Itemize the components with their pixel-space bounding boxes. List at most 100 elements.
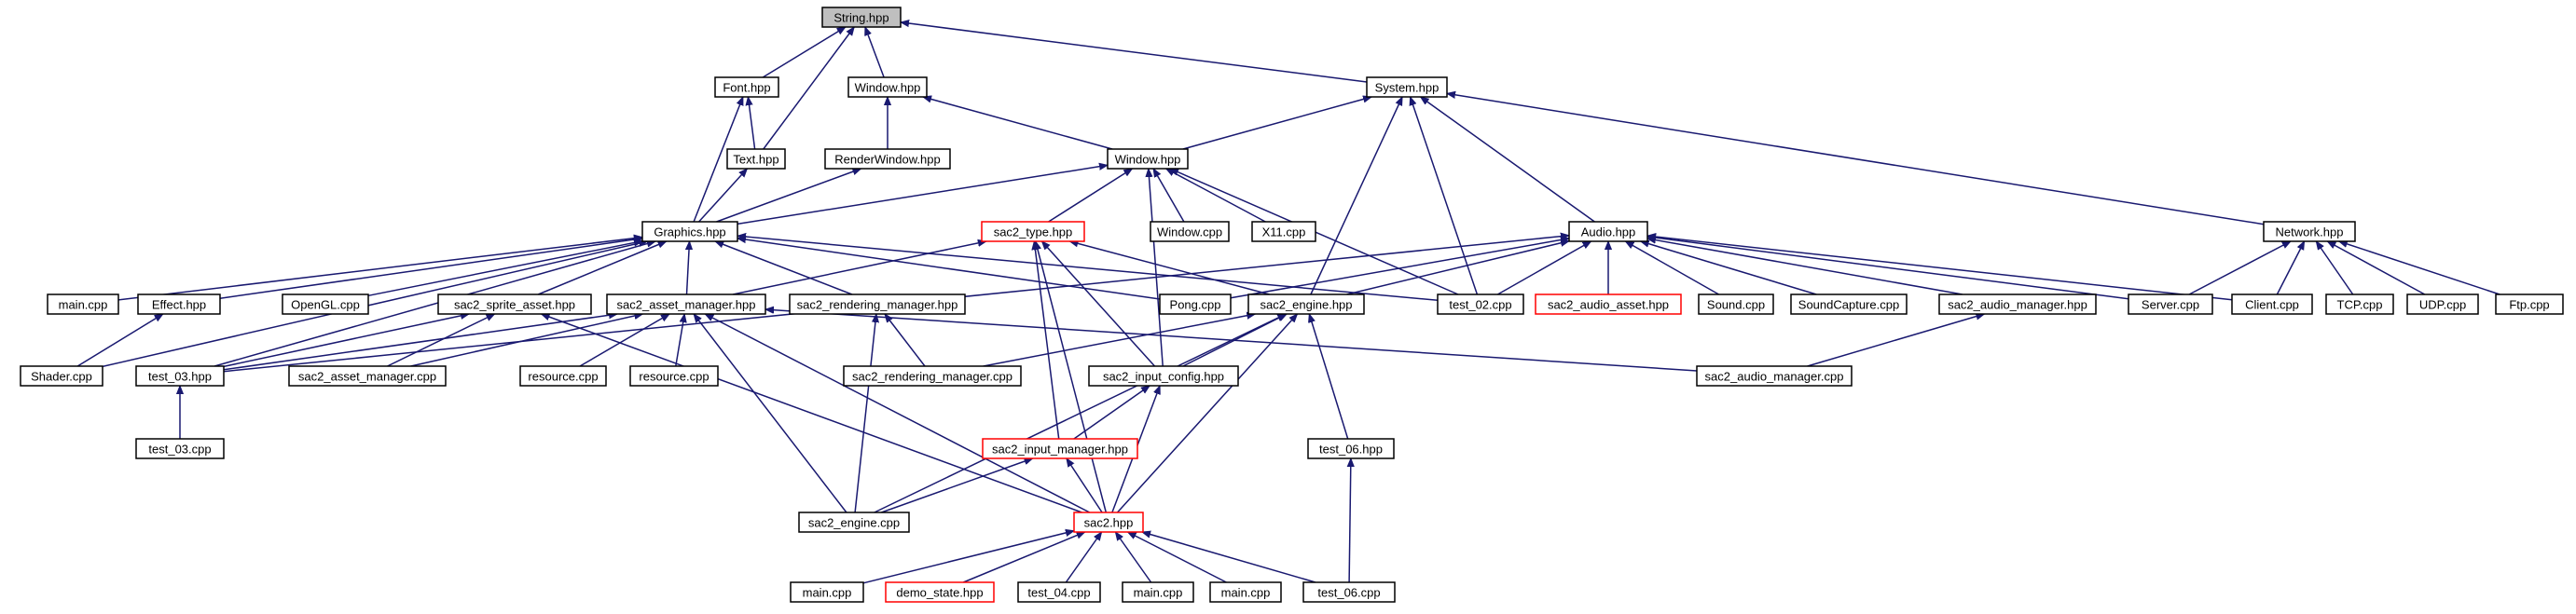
node-box[interactable] — [1568, 221, 1648, 242]
node-main-cpp-1[interactable]: main.cpp — [47, 293, 119, 315]
node-box[interactable] — [1696, 365, 1853, 387]
node-box[interactable] — [789, 293, 966, 315]
node-x11-cpp[interactable]: X11.cpp — [1251, 221, 1316, 242]
node-box[interactable] — [1251, 221, 1316, 242]
node-main-cpp-2[interactable]: main.cpp — [790, 581, 864, 603]
node-test-02-cpp[interactable]: test_02.cpp — [1437, 293, 1524, 315]
node-window-cpp[interactable]: Window.cpp — [1150, 221, 1230, 242]
node-sac2-type-hpp[interactable]: sac2_type.hpp — [981, 221, 1085, 242]
node-test-03-cpp[interactable]: test_03.cpp — [135, 438, 225, 459]
node-resource-cpp-2[interactable]: resource.cpp — [629, 365, 719, 387]
node-box[interactable] — [629, 365, 719, 387]
node-box[interactable] — [2263, 221, 2356, 242]
node-ftp-cpp[interactable]: Ftp.cpp — [2495, 293, 2564, 315]
node-test-04-cpp[interactable]: test_04.cpp — [1017, 581, 1101, 603]
node-udp-cpp[interactable]: UDP.cpp — [2406, 293, 2479, 315]
node-sac2-engine-cpp[interactable]: sac2_engine.cpp — [798, 512, 910, 533]
node-box[interactable] — [606, 293, 766, 315]
node-box[interactable] — [1088, 365, 1239, 387]
node-box[interactable] — [726, 148, 786, 170]
node-main-cpp-3[interactable]: main.cpp — [1122, 581, 1194, 603]
node-box[interactable] — [47, 293, 119, 315]
node-box[interactable] — [1073, 512, 1144, 533]
node-test-06-hpp[interactable]: test_06.hpp — [1307, 438, 1395, 459]
node-opengl-cpp[interactable]: OpenGL.cpp — [282, 293, 369, 315]
node-sac2-engine-hpp[interactable]: sac2_engine.hpp — [1247, 293, 1365, 315]
node-box[interactable] — [1017, 581, 1101, 603]
node-sac2-rendering-manager-hpp[interactable]: sac2_rendering_manager.hpp — [789, 293, 966, 315]
node-box[interactable] — [790, 581, 864, 603]
node-sac2-hpp[interactable]: sac2.hpp — [1073, 512, 1144, 533]
node-test-03-hpp[interactable]: test_03.hpp — [135, 365, 225, 387]
node-text-hpp[interactable]: Text.hpp — [726, 148, 786, 170]
node-renderwindow-hpp[interactable]: RenderWindow.hpp — [824, 148, 951, 170]
node-sac2-audio-asset-hpp[interactable]: sac2_audio_asset.hpp — [1535, 293, 1682, 315]
node-sac2-rendering-manager-cpp[interactable]: sac2_rendering_manager.cpp — [843, 365, 1022, 387]
node-sac2-input-config-hpp[interactable]: sac2_input_config.hpp — [1088, 365, 1239, 387]
node-string-hpp[interactable]: String.hpp — [821, 7, 902, 28]
node-box[interactable] — [1698, 293, 1774, 315]
node-box[interactable] — [1437, 293, 1524, 315]
node-sound-cpp[interactable]: Sound.cpp — [1698, 293, 1774, 315]
node-box[interactable] — [824, 148, 951, 170]
node-box[interactable] — [1535, 293, 1682, 315]
node-sac2-input-manager-hpp[interactable]: sac2_input_manager.hpp — [982, 438, 1138, 459]
node-box[interactable] — [135, 438, 225, 459]
node-box[interactable] — [1302, 581, 1396, 603]
node-box[interactable] — [1150, 221, 1230, 242]
node-box[interactable] — [821, 7, 902, 28]
node-font-hpp[interactable]: Font.hpp — [714, 76, 779, 98]
node-box[interactable] — [798, 512, 910, 533]
node-sac2-audio-manager-cpp[interactable]: sac2_audio_manager.cpp — [1696, 365, 1853, 387]
node-box[interactable] — [2495, 293, 2564, 315]
node-box[interactable] — [437, 293, 592, 315]
node-box[interactable] — [1122, 581, 1194, 603]
node-shader-cpp[interactable]: Shader.cpp — [20, 365, 103, 387]
node-box[interactable] — [2325, 293, 2394, 315]
node-server-cpp[interactable]: Server.cpp — [2128, 293, 2213, 315]
node-resource-cpp-1[interactable]: resource.cpp — [519, 365, 607, 387]
node-box[interactable] — [1938, 293, 2097, 315]
node-pong-cpp[interactable]: Pong.cpp — [1159, 293, 1232, 315]
node-box[interactable] — [847, 76, 928, 98]
node-test-06-cpp[interactable]: test_06.cpp — [1302, 581, 1396, 603]
node-box[interactable] — [641, 221, 738, 242]
node-main-cpp-4[interactable]: main.cpp — [1209, 581, 1282, 603]
node-system-hpp[interactable]: System.hpp — [1366, 76, 1448, 98]
node-box[interactable] — [1209, 581, 1282, 603]
node-box[interactable] — [1159, 293, 1232, 315]
node-sac2-audio-manager-hpp[interactable]: sac2_audio_manager.hpp — [1938, 293, 2097, 315]
node-sac2-asset-manager-hpp[interactable]: sac2_asset_manager.hpp — [606, 293, 766, 315]
node-window-hpp-a[interactable]: Window.hpp — [847, 76, 928, 98]
node-box[interactable] — [20, 365, 103, 387]
node-effect-hpp[interactable]: Effect.hpp — [137, 293, 221, 315]
node-box[interactable] — [2406, 293, 2479, 315]
node-box[interactable] — [843, 365, 1022, 387]
node-box[interactable] — [1307, 438, 1395, 459]
node-sac2-asset-manager-cpp[interactable]: sac2_asset_manager.cpp — [288, 365, 447, 387]
node-soundcapture-cpp[interactable]: SoundCapture.cpp — [1790, 293, 1908, 315]
node-box[interactable] — [982, 438, 1138, 459]
node-box[interactable] — [288, 365, 447, 387]
node-box[interactable] — [1247, 293, 1365, 315]
node-box[interactable] — [885, 581, 995, 603]
node-demo-state-hpp[interactable]: demo_state.hpp — [885, 581, 995, 603]
node-box[interactable] — [519, 365, 607, 387]
node-box[interactable] — [137, 293, 221, 315]
node-box[interactable] — [282, 293, 369, 315]
node-audio-hpp[interactable]: Audio.hpp — [1568, 221, 1648, 242]
node-graphics-hpp[interactable]: Graphics.hpp — [641, 221, 738, 242]
node-box[interactable] — [135, 365, 225, 387]
node-box[interactable] — [714, 76, 779, 98]
node-client-cpp[interactable]: Client.cpp — [2231, 293, 2313, 315]
node-box[interactable] — [2231, 293, 2313, 315]
node-box[interactable] — [1790, 293, 1908, 315]
node-box[interactable] — [1107, 148, 1189, 170]
node-network-hpp[interactable]: Network.hpp — [2263, 221, 2356, 242]
node-box[interactable] — [981, 221, 1085, 242]
node-box[interactable] — [2128, 293, 2213, 315]
node-window-hpp-b[interactable]: Window.hpp — [1107, 148, 1189, 170]
node-tcp-cpp[interactable]: TCP.cpp — [2325, 293, 2394, 315]
node-box[interactable] — [1366, 76, 1448, 98]
node-sac2-sprite-asset-hpp[interactable]: sac2_sprite_asset.hpp — [437, 293, 592, 315]
